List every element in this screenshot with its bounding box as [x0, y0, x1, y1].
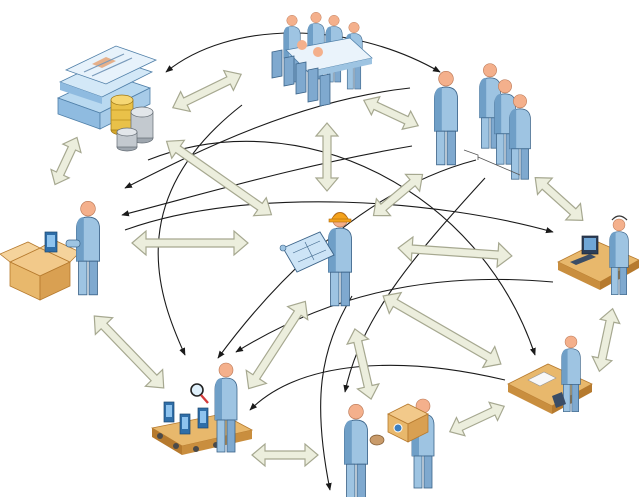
inspector-conveyor-icon	[150, 362, 254, 455]
double-arrow	[131, 229, 249, 257]
double-arrow	[397, 235, 513, 269]
double-arrow	[591, 307, 621, 373]
product-handoff-icon	[343, 398, 435, 497]
double-arrow	[93, 315, 165, 389]
engineer-with-blueprint-icon	[279, 211, 353, 307]
double-arrow	[372, 173, 424, 217]
curve-arrow	[249, 364, 506, 411]
double-arrow	[382, 291, 502, 369]
double-arrow	[171, 69, 243, 113]
staff-group-icon	[433, 63, 531, 180]
customer-service-desk-icon	[557, 215, 639, 296]
double-arrow	[165, 139, 273, 217]
curve-arrow	[124, 201, 554, 234]
office-desk-worker-icon	[507, 335, 593, 414]
double-arrow	[245, 300, 309, 390]
double-arrow	[534, 176, 584, 222]
curve-arrow	[121, 145, 413, 217]
double-arrow	[448, 401, 506, 437]
double-arrow	[50, 136, 82, 186]
double-arrow	[345, 328, 381, 400]
double-arrow	[362, 95, 420, 131]
curve-arrow	[320, 295, 353, 491]
double-arrow	[251, 442, 319, 468]
block-arrows	[50, 69, 621, 468]
curve-arrow	[343, 177, 486, 393]
document-stack-with-coins-icon	[56, 45, 158, 152]
curve-arrow	[147, 140, 536, 356]
person-with-package-icon	[0, 200, 101, 301]
curve-arrow	[124, 87, 411, 189]
double-arrow	[314, 122, 340, 192]
curve-arrow	[235, 278, 554, 353]
board-meeting-icon	[271, 11, 373, 107]
